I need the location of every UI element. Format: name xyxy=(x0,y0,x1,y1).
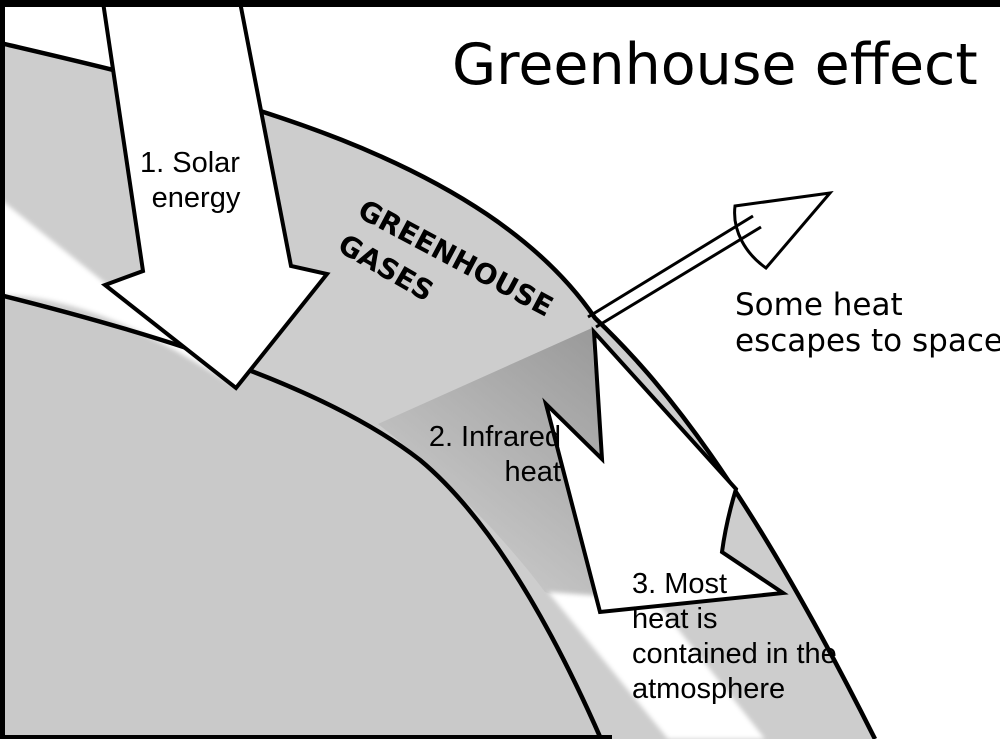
infrared-heat-label-line2: heat xyxy=(505,456,561,488)
solar-energy-label-line2: energy xyxy=(152,182,241,214)
contained-heat-label-line4: atmosphere xyxy=(632,673,785,705)
earth xyxy=(0,295,601,739)
infrared-heat-wedge xyxy=(378,328,602,612)
diagram-title: Greenhouse effect xyxy=(452,32,978,98)
escape-arrow-shaft-lower-line xyxy=(595,225,762,329)
escape-heat-label-line2: escapes to space xyxy=(735,323,1000,359)
contained-heat-label-line1: 3. Most xyxy=(632,568,727,600)
frame-left-border xyxy=(0,0,5,739)
contained-heat-arrow xyxy=(542,326,789,615)
infrared-heat-label-line1: 2. Infrared xyxy=(429,421,561,453)
solar-energy-label-line1: 1. Solar xyxy=(140,147,240,179)
escape-arrow-head xyxy=(733,190,834,271)
frame-bottom-border xyxy=(0,735,612,739)
escape-arrow-shaft-upper-line xyxy=(587,214,754,319)
contained-heat-label-line3: contained in the xyxy=(632,638,837,670)
solar-energy-arrow xyxy=(100,0,331,391)
bottom-ray-band xyxy=(548,592,765,739)
contained-heat-label-line2: heat is xyxy=(632,603,717,635)
frame-top-border xyxy=(0,0,1000,7)
earth-outline-arc xyxy=(0,292,604,739)
escape-heat-label-line1: Some heat xyxy=(735,287,903,323)
